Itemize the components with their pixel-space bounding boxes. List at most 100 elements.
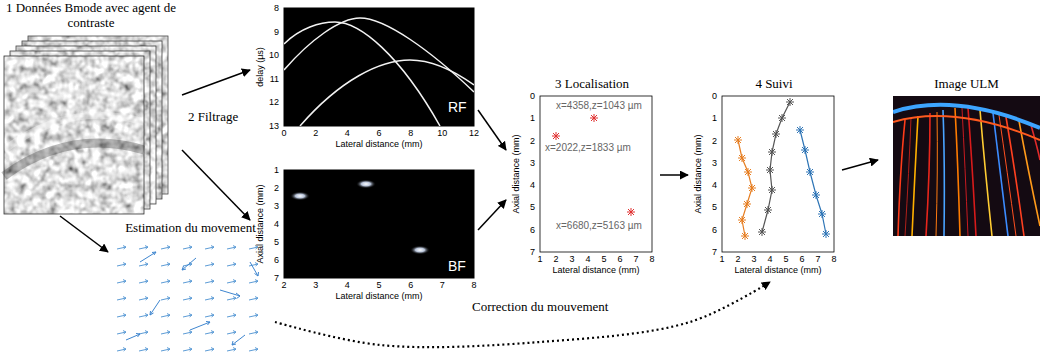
tick-label: 5 [274,237,279,247]
tick-label: 3 [569,254,574,264]
image-stack: 1 Données Bmode avec agent de contraste [2,0,182,216]
panel-title: 1 Données Bmode avec agent de contraste [2,1,180,31]
tick-label: 5 [601,254,606,264]
tick-label: 2 [274,183,279,193]
tick-label: 7 [530,247,535,257]
localisation-star [627,208,635,216]
tick-label: 4 [585,254,590,264]
tick-label: 8 [831,254,836,264]
tick-label: 8 [274,3,279,13]
flow-arrow [478,110,506,150]
localisation-plot-area [540,96,652,252]
tick-label: 5 [712,202,717,212]
rf-image [284,8,474,126]
flow-arrow [182,150,250,220]
tracking-plot: 4 Suivi [688,74,842,282]
edge-label: Correction du mouvement [470,300,610,315]
tick-label: 9 [274,26,279,36]
axis-title: Axial distance (mm) [255,184,265,263]
tick-label: 8 [408,128,413,138]
panel-title: 4 Suivi [708,77,840,92]
axis-title: Lateral distance (mm) [335,139,422,149]
bmode-frame [4,56,144,214]
motion-field: Estimation du movement [108,220,275,358]
flow-arrow [842,160,878,170]
tick-label: 0 [281,128,286,138]
axis-title: Lateral distance (mm) [552,265,639,275]
tick-label: 8 [649,254,654,264]
panel-title: BF [446,258,468,274]
tick-label: 5 [376,280,381,290]
tick-label: 3 [274,201,279,211]
axis-title: Lateral distance (mm) [734,265,821,275]
motion-vector-field [112,240,270,358]
flow-arrow [660,174,688,176]
axis-title: Lateral distance (mm) [335,291,422,301]
tick-label: 2 [530,135,535,145]
tick-label: 1 [719,254,724,264]
tick-label: 10 [269,50,279,60]
step-label: 2 Filtrage [188,110,238,125]
tick-label: 4 [274,219,279,229]
panel-title: RF [446,99,469,115]
flow-arrow [478,200,506,230]
tracking-plot-area [722,96,834,252]
motion-correction-arrow [275,282,770,347]
panel-title: Estimation du movement [108,221,273,236]
tick-label: 1 [537,254,542,264]
panel-title: 3 Localisation [526,77,658,92]
tick-label: 3 [530,158,535,168]
tick-label: 3 [712,158,717,168]
tick-label: 6 [617,254,622,264]
tick-label: 12 [469,128,479,138]
tick-label: 7 [712,247,717,257]
panel-title: Image ULM [893,77,1040,92]
tick-label: 7 [274,273,279,283]
tick-label: 5 [530,202,535,212]
tick-label: 11 [270,74,279,84]
axis-title: Axial distance (mm) [511,134,521,213]
track-blue [796,126,830,238]
tick-label: 6 [274,255,279,265]
track-orange [734,136,756,240]
ulm-image: Image ULM [878,74,1042,240]
coordinate-label: x=2022,z=1833 µm [545,142,631,154]
tick-label: 2 [735,254,740,264]
tick-label: 7 [633,254,638,264]
ulm-vessel-image [893,96,1040,236]
tick-label: 6 [799,254,804,264]
bf-image [284,170,474,278]
tick-label: 6 [712,225,717,235]
tick-label: 5 [783,254,788,264]
tick-label: 7 [440,280,445,290]
bmode-stack [4,36,168,214]
bf-plot: BF [250,166,478,312]
flow-arrow [182,70,250,95]
axis-title: Axial distance (mm) [693,134,703,213]
tick-label: 0 [712,91,717,101]
tick-label: 8 [471,280,476,290]
localisation-star [552,132,560,140]
axis-title: delay (μs) [255,47,265,87]
tick-label: 3 [313,280,318,290]
coordinate-label: x=4358,z=1043 µm [556,100,642,112]
tick-label: 4 [345,280,350,290]
tick-label: 4 [345,128,350,138]
tick-label: 1 [530,113,535,123]
tick-label: 10 [437,128,447,138]
coordinate-label: x=6680,z=5163 µm [556,220,642,232]
tick-label: 2 [553,254,558,264]
tick-label: 1 [712,113,717,123]
tick-label: 0 [530,91,535,101]
tick-label: 2 [313,128,318,138]
tick-label: 1 [274,165,279,175]
tick-label: 6 [408,280,413,290]
tick-label: 4 [712,180,717,190]
tick-label: 3 [751,254,756,264]
tick-label: 2 [712,135,717,145]
tick-label: 2 [281,280,286,290]
tick-label: 12 [269,97,279,107]
tick-label: 13 [269,121,279,131]
tick-label: 6 [376,128,381,138]
tick-label: 6 [530,225,535,235]
